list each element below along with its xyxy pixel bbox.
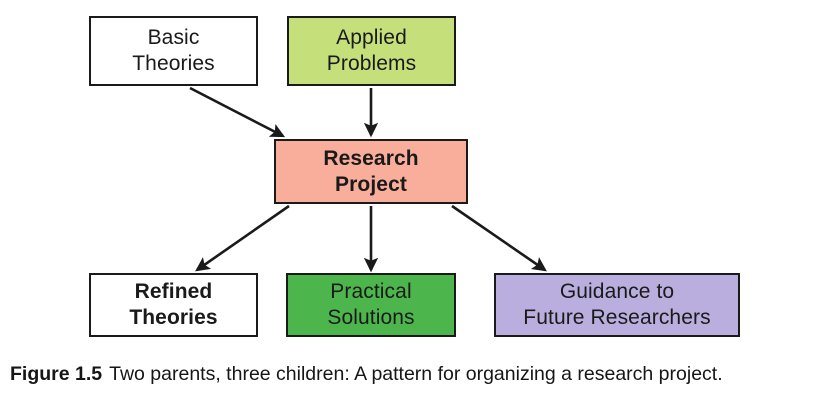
node-basic-theories[interactable]: Basic Theories bbox=[89, 16, 258, 86]
node-practical-solutions-line-1: Practical bbox=[330, 280, 412, 304]
edge-research-project-to-refined-theories bbox=[195, 204, 290, 272]
node-practical-solutions-line-2: Solutions bbox=[327, 306, 415, 329]
node-basic-theories-line-1: Basic bbox=[147, 26, 200, 50]
diagram-canvas: Basic Theories Applied Problems Research… bbox=[89, 16, 740, 337]
figure-caption-label: Figure 1.5 bbox=[10, 363, 103, 385]
node-guidance-line-2: Future Researchers bbox=[523, 306, 711, 329]
node-applied-problems-line-1: Applied bbox=[336, 26, 407, 50]
edge-research-project-to-guidance bbox=[451, 204, 547, 272]
node-refined-theories[interactable]: Refined Theories bbox=[89, 273, 258, 337]
node-research-project-line-2: Project bbox=[335, 172, 407, 196]
node-guidance-line-1: Guidance to bbox=[559, 280, 675, 304]
figure-caption-text: Two parents, three children: A pattern f… bbox=[109, 363, 723, 385]
node-practical-solutions[interactable]: Practical Solutions bbox=[286, 273, 456, 337]
node-refined-theories-line-2: Theories bbox=[129, 306, 218, 329]
node-research-project[interactable]: Research Project bbox=[274, 139, 468, 204]
node-research-project-line-1: Research bbox=[323, 146, 419, 170]
node-refined-theories-line-1: Refined bbox=[134, 280, 213, 304]
edge-basic-theories-to-research-project bbox=[189, 86, 286, 138]
node-guidance-to-future-researchers[interactable]: Guidance to Future Researchers bbox=[494, 273, 740, 337]
node-applied-problems-line-2: Problems bbox=[326, 52, 417, 75]
node-basic-theories-line-2: Theories bbox=[132, 52, 215, 75]
figure-caption: Figure 1.5 Two parents, three children: A… bbox=[10, 362, 810, 387]
node-applied-problems[interactable]: Applied Problems bbox=[287, 16, 456, 86]
